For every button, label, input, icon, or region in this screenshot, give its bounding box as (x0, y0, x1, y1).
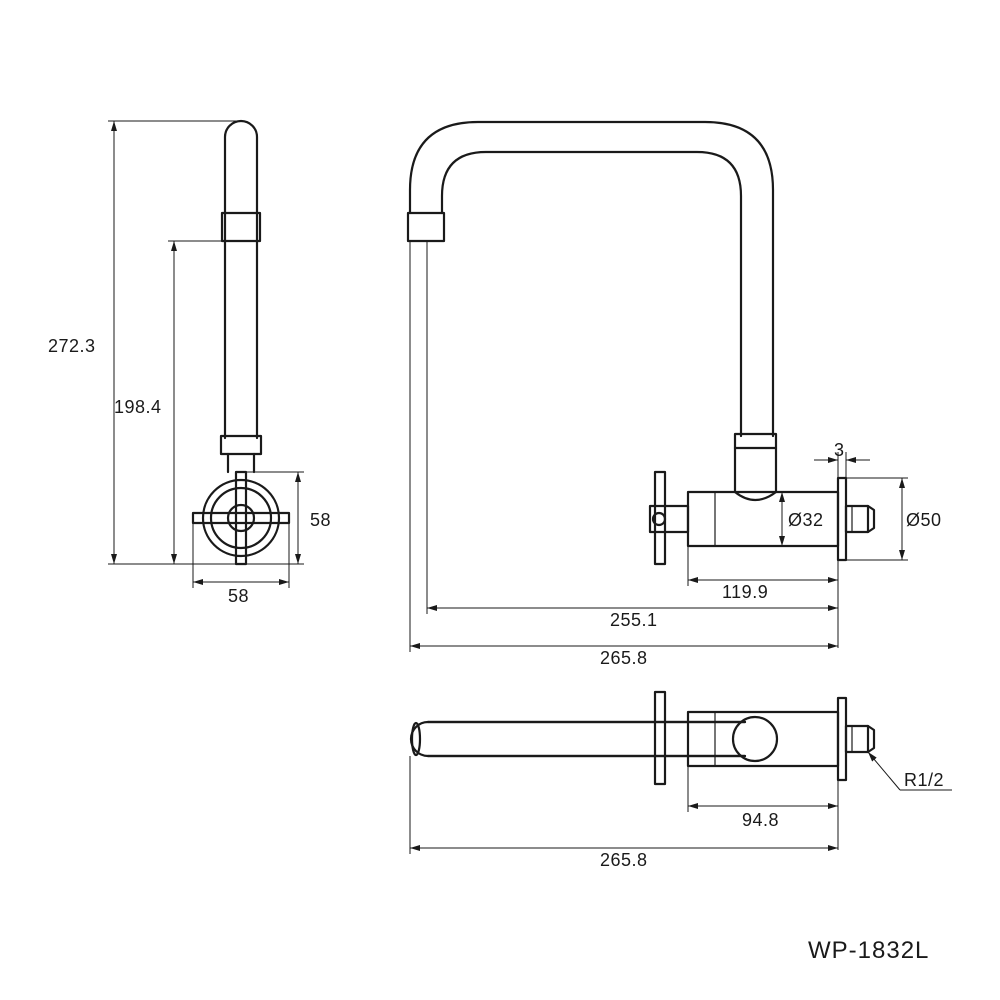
front-spout-pipe (406, 120, 778, 502)
front-view: 3 Ø32 Ø50 119.9 255.1 265.8 (406, 120, 942, 668)
dim-body-length (687, 546, 839, 648)
label-top-body-length: 94.8 (742, 810, 779, 830)
dim-top-overall-length (409, 756, 838, 854)
thread-leader (867, 751, 952, 791)
dim-top-body-length (687, 766, 839, 850)
label-body-length: 119.9 (722, 582, 768, 602)
dim-handle-height (244, 471, 304, 565)
label-handle-height: 58 (310, 510, 331, 530)
dim-spout-reach (426, 241, 838, 614)
dim-handle-width (192, 520, 290, 588)
dim-overall-length (409, 241, 838, 652)
front-flange (836, 476, 876, 562)
label-body-diameter: Ø32 (788, 510, 824, 530)
model-code: WP-1832L (808, 937, 929, 964)
label-handle-width: 58 (228, 586, 249, 606)
side-handle-cross (191, 470, 291, 566)
top-spout-pipe (409, 720, 747, 758)
label-top-overall-length: 265.8 (600, 850, 648, 870)
label-spout-reach: 255.1 (610, 610, 658, 630)
side-view: 272.3 198.4 58 58 (48, 119, 331, 606)
top-valve-body (426, 710, 840, 768)
label-flange-thickness: 3 (834, 440, 845, 460)
label-flange-diameter: Ø50 (906, 510, 942, 530)
dim-flange-diameter (846, 477, 908, 561)
label-overall-length: 265.8 (600, 648, 648, 668)
dim-spout-height (168, 240, 222, 565)
label-spout-height: 198.4 (114, 397, 162, 417)
top-handle (653, 690, 667, 786)
top-view: R1/2 94.8 265.8 (409, 690, 952, 870)
front-handle (648, 470, 690, 566)
label-thread: R1/2 (904, 770, 944, 790)
label-total-height: 272.3 (48, 336, 96, 356)
side-spout-pipe (219, 119, 263, 474)
dim-flange-thickness (814, 452, 870, 478)
top-flange (836, 696, 876, 782)
